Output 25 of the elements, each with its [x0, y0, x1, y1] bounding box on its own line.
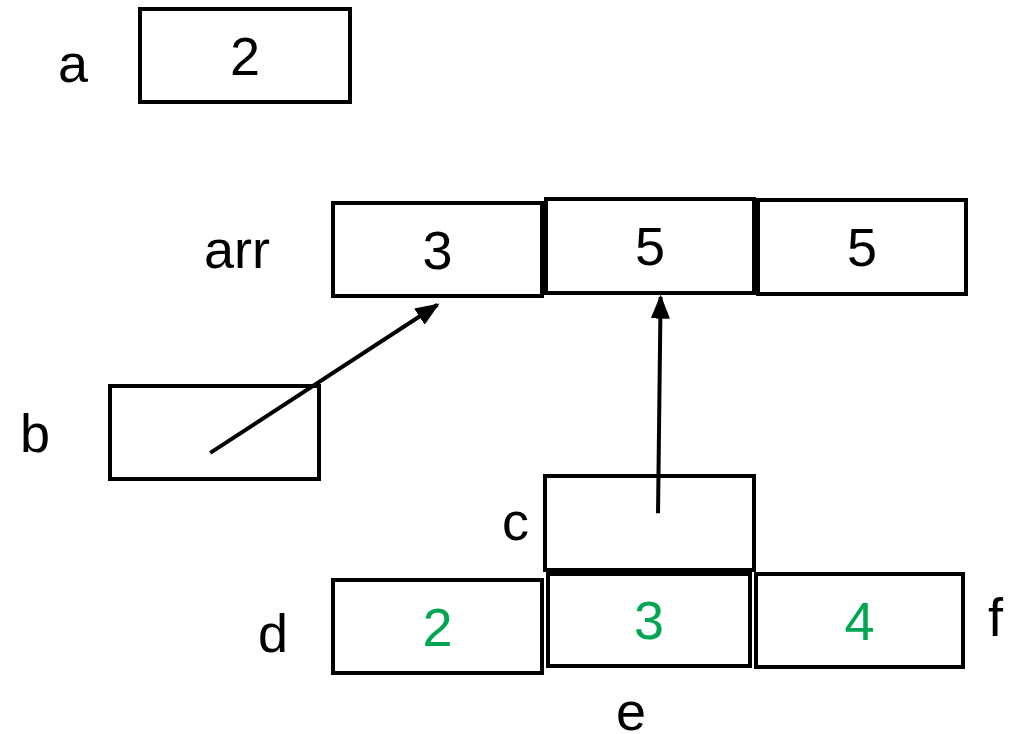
variable-name: b: [20, 406, 51, 460]
cell-value: 2: [422, 599, 453, 654]
arrow: [650, 294, 670, 514]
variable-name: a: [58, 36, 89, 90]
cell-value: 5: [634, 219, 665, 273]
value-cell: [756, 198, 968, 296]
empty-box: [108, 384, 321, 481]
value-cell: [544, 197, 756, 295]
cell-value: 4: [844, 593, 875, 648]
value-cell: [754, 572, 965, 669]
value-cell: [546, 572, 752, 668]
variable-name: f: [988, 590, 1003, 644]
empty-box: [543, 474, 756, 572]
value-cell: [331, 201, 544, 298]
value-cell: [331, 578, 544, 675]
value-cell: [138, 7, 352, 104]
variable-name: d: [258, 606, 289, 660]
cell-value: 2: [229, 28, 260, 83]
cell-value: 5: [846, 220, 877, 274]
variable-name: c: [502, 494, 529, 548]
variable-name: arr: [204, 222, 270, 276]
cell-value: 3: [422, 222, 453, 277]
cell-value: 3: [633, 593, 664, 647]
variable-name: e: [616, 684, 647, 734]
arrow: [209, 303, 440, 455]
